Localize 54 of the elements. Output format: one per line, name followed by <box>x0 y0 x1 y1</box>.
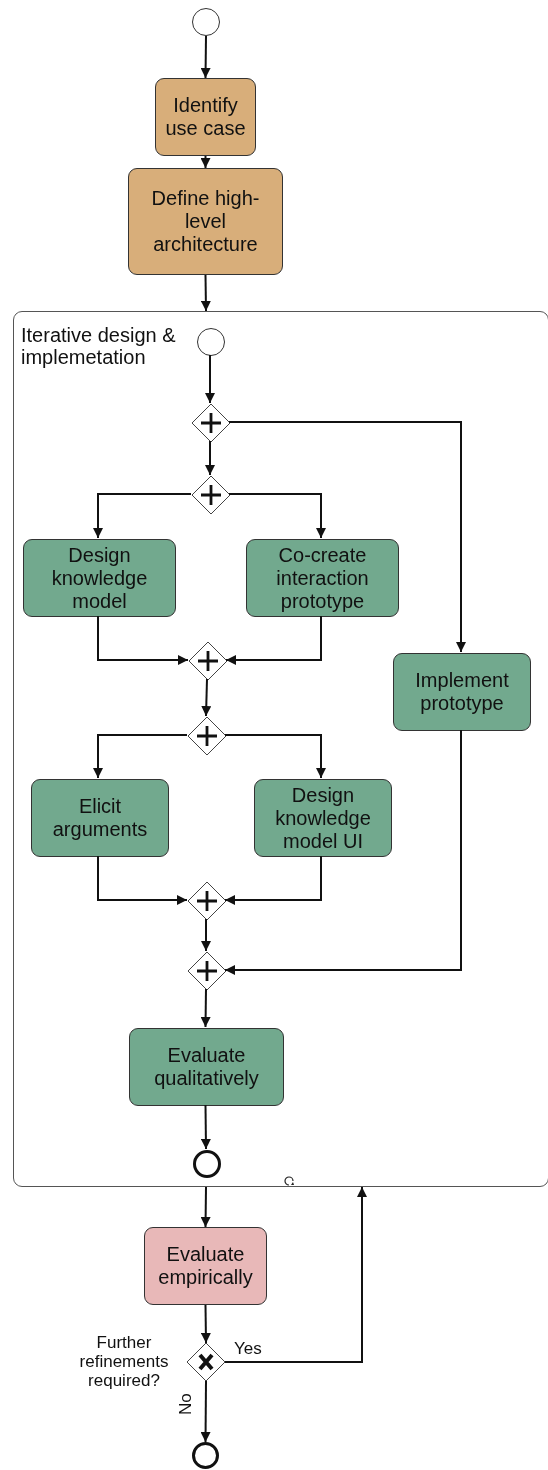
arrow <box>200 988 211 1028</box>
task-box <box>155 78 256 156</box>
task-label: Identify use case <box>164 94 247 140</box>
arrow <box>224 734 326 779</box>
parallel-gateway-diamond <box>188 717 226 755</box>
arrow <box>200 1186 211 1228</box>
task-box <box>144 1227 267 1305</box>
arrow <box>97 855 188 905</box>
task-label: Implement prototype <box>414 669 510 715</box>
task-label: Define high-level architecture <box>150 187 261 256</box>
parallel-gateway-diamond <box>188 952 226 990</box>
end-event-circle <box>193 1150 221 1178</box>
task-label: Design knowledge model <box>50 543 149 613</box>
task-box <box>246 539 399 617</box>
arrow <box>200 1104 211 1150</box>
arrow <box>205 440 215 476</box>
start-event-circle <box>192 8 220 36</box>
arrow <box>200 1380 211 1443</box>
arrow <box>225 615 322 665</box>
arrow <box>97 615 189 665</box>
task-box <box>129 1028 284 1106</box>
task-box <box>128 168 283 275</box>
task-box <box>254 779 392 857</box>
arrow <box>228 421 466 653</box>
arrow <box>93 493 192 539</box>
arrow <box>201 918 211 952</box>
subprocess-title: Iterative design & implemetation <box>21 324 177 368</box>
task-label: Co-create interaction prototype <box>275 543 370 613</box>
arrow <box>205 354 215 404</box>
end-event-circle <box>192 1442 219 1469</box>
parallel-gateway-diamond <box>192 404 230 442</box>
task-box <box>31 779 169 857</box>
task-label: Evaluate empirically <box>157 1243 254 1289</box>
arrow <box>200 35 211 79</box>
task-label: Design knowledge model UI <box>274 783 372 853</box>
exclusive-gateway-diamond <box>187 1343 225 1381</box>
gateway-question: Further refinements required? <box>78 1333 170 1391</box>
task-box <box>23 539 176 617</box>
arrow <box>200 155 211 169</box>
arrow <box>228 493 326 539</box>
arrow <box>224 855 322 905</box>
arrow <box>93 734 188 779</box>
parallel-gateway-diamond <box>192 476 230 514</box>
arrow <box>200 274 211 312</box>
arrow <box>200 1304 211 1344</box>
arrow <box>201 678 212 717</box>
parallel-gateway-diamond <box>189 642 227 680</box>
arrow <box>224 1186 367 1363</box>
parallel-gateway-diamond <box>188 882 226 920</box>
task-label: Evaluate qualitatively <box>153 1044 260 1090</box>
task-box <box>393 653 531 731</box>
start-event-circle <box>197 328 225 356</box>
arrow <box>224 729 462 975</box>
task-label: Elicit arguments <box>51 795 149 841</box>
